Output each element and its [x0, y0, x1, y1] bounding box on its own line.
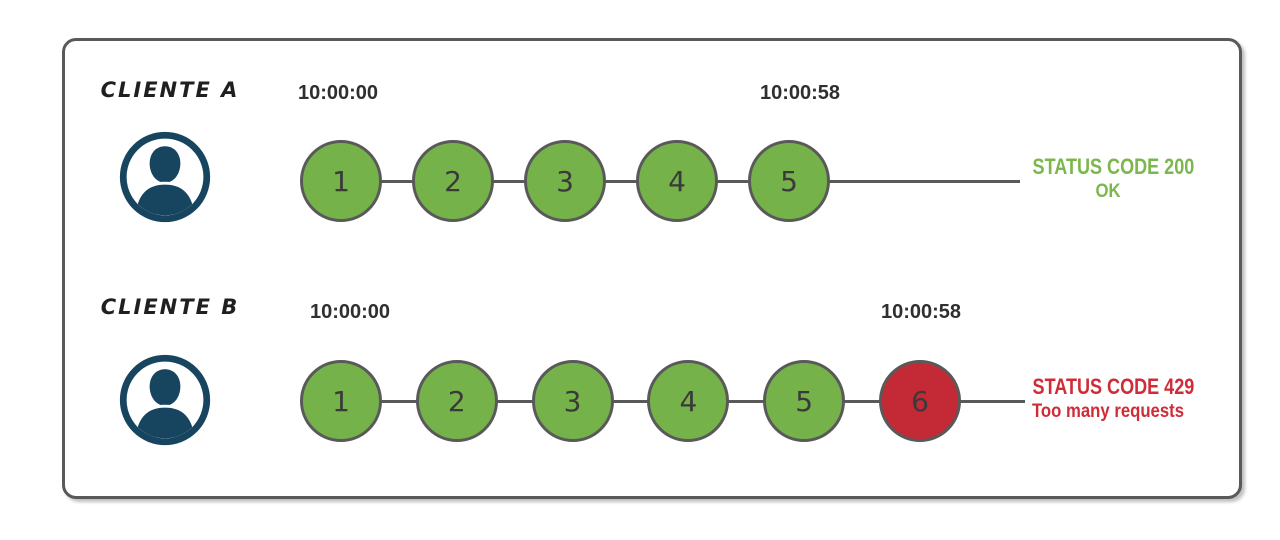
request-circle: 4 — [636, 140, 718, 222]
client-label: CLIENTE A — [100, 78, 240, 102]
start-timestamp: 10:00:00 — [297, 82, 379, 104]
user-avatar-icon — [117, 352, 213, 448]
status-message-label: Too many requests — [1031, 401, 1185, 423]
request-circle: 1 — [300, 360, 382, 442]
status-message-label: OK — [1095, 181, 1121, 203]
request-circle: 4 — [647, 360, 730, 442]
request-circle: 2 — [412, 140, 494, 222]
request-circle: 3 — [524, 140, 606, 222]
status-text: STATUS CODE 429 Too many requests — [1016, 374, 1200, 423]
client-label: CLIENTE B — [100, 295, 240, 319]
status-code-label: STATUS CODE 200 — [1032, 154, 1195, 179]
end-timestamp: 10:00:58 — [880, 301, 962, 323]
request-circle-blocked: 6 — [879, 360, 961, 442]
status-text: STATUS CODE 200 OK — [1016, 154, 1200, 203]
request-circle: 2 — [415, 360, 498, 442]
user-avatar-icon — [117, 129, 213, 225]
request-circle: 3 — [531, 360, 614, 442]
start-timestamp: 10:00:00 — [309, 301, 391, 323]
request-circle: 5 — [763, 360, 846, 442]
diagram-frame — [62, 38, 1242, 499]
request-circle: 5 — [748, 140, 830, 222]
end-timestamp: 10:00:58 — [759, 82, 841, 104]
status-code-label: STATUS CODE 429 — [1032, 374, 1195, 399]
request-circle: 1 — [300, 140, 382, 222]
